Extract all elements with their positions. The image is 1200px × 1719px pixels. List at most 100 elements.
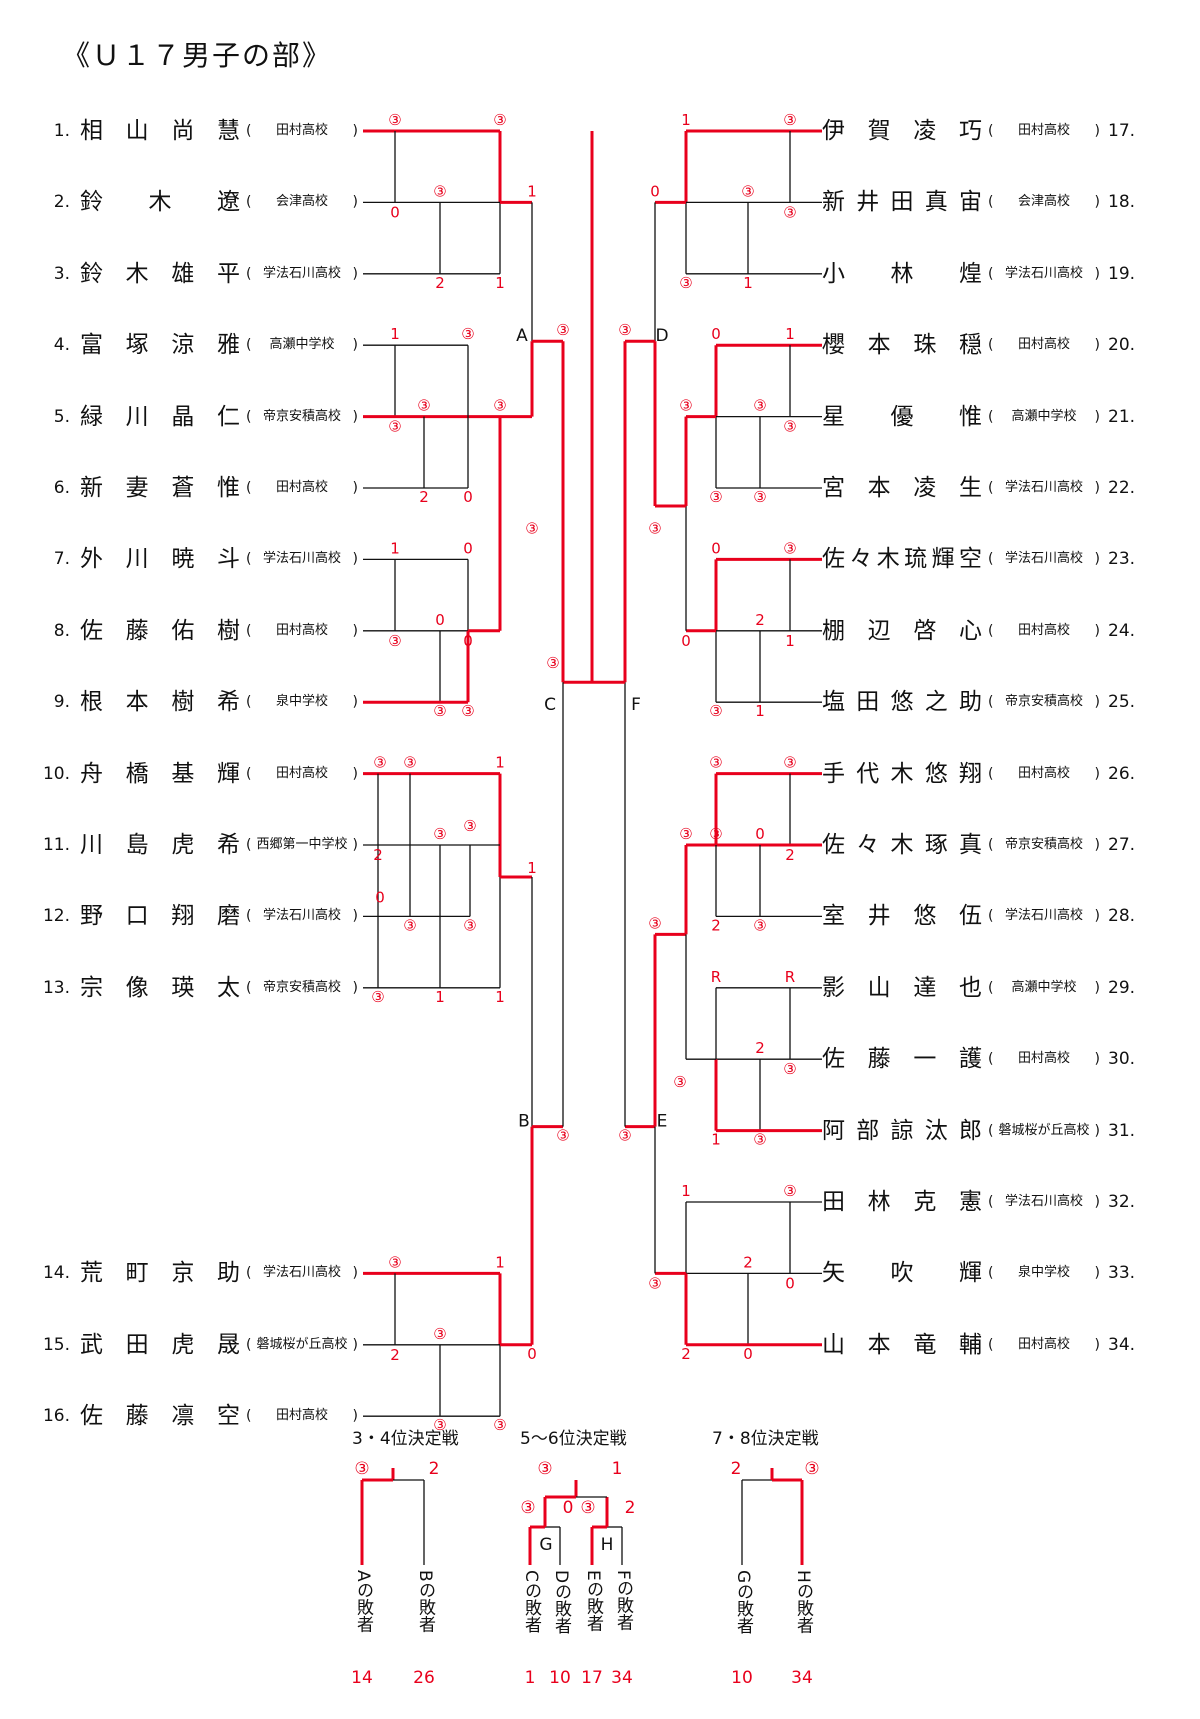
consolation-score: 0: [563, 1498, 574, 1518]
match-score: 0: [785, 1274, 795, 1292]
player-number: 23.: [1108, 549, 1136, 570]
school-name: (田村高校): [246, 765, 358, 782]
match-score: 0: [711, 325, 721, 343]
match-score: ③: [493, 1416, 506, 1434]
school-name: (西郷第一中学校): [246, 837, 358, 853]
match-score: ③: [373, 754, 386, 772]
match-score: 1: [495, 1253, 505, 1271]
match-score: ③: [783, 1182, 796, 1200]
match-score: ③: [433, 1416, 446, 1434]
match-score: 2: [755, 611, 765, 629]
match-label: F: [631, 695, 641, 715]
match-score: 2: [373, 846, 383, 864]
match-score: ③: [673, 1073, 686, 1091]
match-score: ③: [461, 702, 474, 720]
school-name: (磐城桜が丘高校): [246, 1336, 358, 1353]
match-score: 0: [681, 632, 691, 650]
player-name: 棚辺啓心: [822, 617, 982, 644]
match-score: ③: [679, 274, 692, 292]
player-number: 13.: [42, 977, 70, 998]
loser-label: Bの敗者: [415, 1570, 435, 1633]
player-number: 31.: [1108, 1120, 1136, 1141]
match-score: ③: [388, 111, 401, 129]
match-score: ③: [679, 825, 692, 843]
player-number: 14.: [42, 1263, 70, 1284]
match-score: 0: [650, 182, 660, 200]
player-name: 佐藤凛空: [80, 1403, 240, 1430]
player-number: 4.: [53, 335, 70, 356]
consolation-score: ③: [580, 1498, 595, 1518]
match-score: ③: [493, 397, 506, 415]
school-name: (高瀬中学校): [988, 408, 1100, 425]
match-score: ③: [433, 702, 446, 720]
match-score: 2: [755, 1039, 765, 1057]
player-name: 佐々木琉輝空: [822, 546, 982, 573]
match-score: 1: [755, 702, 765, 720]
loser-number: 1: [524, 1668, 536, 1688]
school-name: (学法石川高校): [246, 1265, 358, 1282]
consolation-score: ③: [804, 1459, 819, 1479]
player-number: 32.: [1108, 1192, 1136, 1212]
loser-label: Aの敗者: [353, 1570, 373, 1633]
match-label: C: [544, 695, 556, 715]
school-name: (高瀬中学校): [246, 337, 358, 354]
match-score: ③: [403, 916, 416, 934]
match-score: ③: [753, 916, 766, 934]
school-name: (帝京安積高校): [988, 694, 1100, 711]
player-number: 28.: [1108, 906, 1136, 927]
match-score: 1: [681, 1182, 691, 1200]
match-score: ③: [463, 817, 476, 835]
player-name: 新井田真宙: [822, 189, 982, 216]
match-score: 1: [743, 274, 753, 292]
match-score: ③: [753, 488, 766, 506]
player-number: 26.: [1108, 763, 1136, 784]
player-number: 2.: [53, 192, 70, 213]
player-name: 手代木悠翔: [822, 760, 982, 787]
player-name: 川島虎希: [80, 832, 240, 858]
match-score: 0: [463, 488, 473, 506]
loser-label: Dの敗者: [551, 1570, 571, 1635]
consolation-score: 1: [612, 1459, 623, 1479]
player-number: 29.: [1108, 977, 1136, 998]
consolation-score: 2: [625, 1498, 636, 1518]
consolation-title: 5～6位決定戦: [520, 1429, 627, 1449]
school-name: (田村高校): [988, 1336, 1100, 1353]
match-score: 0: [755, 825, 765, 843]
consolation-score: ③: [537, 1459, 552, 1479]
school-name: (田村高校): [988, 123, 1100, 139]
school-name: (田村高校): [988, 765, 1100, 782]
player-number: 18.: [1108, 192, 1136, 213]
player-name: 田林克憲: [822, 1189, 982, 1215]
player-name: 櫻本珠穏: [822, 332, 982, 359]
player-name: 新妻蒼惟: [80, 475, 240, 501]
loser-number: 14: [351, 1668, 373, 1688]
match-score: ③: [461, 325, 474, 343]
player-number: 20.: [1108, 335, 1136, 356]
player-number: 22.: [1108, 478, 1136, 498]
match-score: 0: [390, 203, 400, 221]
match-score: ③: [783, 754, 796, 772]
match-score: 1: [495, 274, 505, 292]
match-score: ③: [679, 397, 692, 415]
player-number: 33.: [1108, 1263, 1136, 1284]
match-score: ③: [556, 1127, 569, 1145]
consolation-match-label: G: [539, 1535, 552, 1555]
player-name: 宗像瑛太: [80, 974, 240, 1001]
match-score: 1: [681, 111, 691, 129]
match-score: 2: [785, 846, 795, 864]
match-score: ③: [388, 418, 401, 436]
match-score: ③: [741, 182, 754, 200]
loser-label: Eの敗者: [583, 1570, 603, 1632]
match-score: ③: [433, 825, 446, 843]
player-number: 30.: [1108, 1049, 1136, 1070]
loser-label: Fの敗者: [613, 1570, 633, 1631]
player-name: 小林煌: [822, 260, 982, 287]
player-number: 17.: [1108, 121, 1136, 141]
match-score: 1: [785, 632, 795, 650]
match-score: ③: [618, 321, 631, 339]
player-number: 16.: [42, 1406, 70, 1427]
player-number: 24.: [1108, 620, 1136, 641]
school-name: (泉中学校): [988, 1265, 1100, 1282]
